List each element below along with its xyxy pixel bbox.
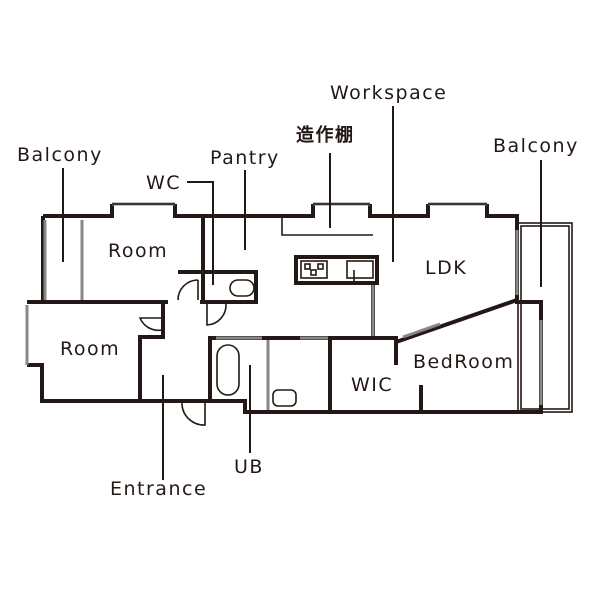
doors (138, 279, 227, 426)
label-ub: UB (234, 456, 264, 478)
label-ldk: LDK (425, 257, 468, 279)
label-entrance: Entrance (110, 478, 208, 500)
balcony-right-outline (517, 222, 573, 413)
windows (25, 202, 543, 405)
sink-icon (346, 260, 374, 279)
label-workspace: Workspace (330, 82, 448, 104)
interior-walls (27, 216, 518, 411)
label-balcony-left: Balcony (17, 144, 103, 166)
label-built-in-shelf: 造作棚 (296, 125, 355, 146)
kitchen-counter (294, 255, 379, 285)
label-room-lower: Room (60, 338, 121, 360)
label-room-upper: Room (108, 240, 169, 262)
built-in-shelf (281, 217, 373, 236)
stove-icon (300, 260, 328, 279)
label-balcony-right: Balcony (493, 135, 579, 157)
label-pantry: Pantry (210, 147, 280, 169)
label-wc: WC (146, 172, 182, 194)
toilet-icon (229, 279, 255, 297)
leader-lines (62, 106, 542, 480)
label-wic: WIC (351, 374, 394, 396)
label-bedroom: BedRoom (413, 351, 515, 373)
bathtub-icon (216, 344, 240, 396)
washbasin-icon (272, 389, 297, 407)
